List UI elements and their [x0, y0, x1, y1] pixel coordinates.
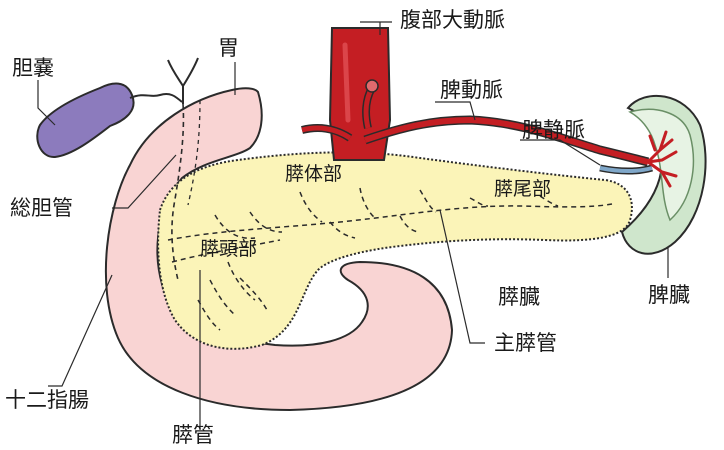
label-stomach: 胃 [218, 38, 239, 59]
cystic-duct [130, 94, 182, 102]
label-splenic-artery: 脾動脈 [440, 80, 503, 101]
label-splenic-vein: 脾静脈 [522, 120, 585, 141]
label-pancreas-body: 膵体部 [285, 165, 342, 184]
label-pancreas-tail: 膵尾部 [494, 180, 551, 199]
aorta-highlight [345, 45, 348, 120]
label-spleen: 脾臓 [648, 285, 690, 306]
splenic-vein-vessel [600, 168, 652, 171]
label-pancreas: 膵臓 [498, 287, 540, 308]
label-pancreatic-duct: 膵管 [172, 425, 214, 446]
gallbladder-organ [37, 84, 133, 158]
label-abdominal-aorta: 腹部大動脈 [400, 10, 505, 31]
abdominal-aorta-vessel [330, 28, 390, 160]
label-pancreas-head: 膵頭部 [200, 240, 257, 259]
label-duodenum: 十二指腸 [5, 390, 89, 411]
hepatic-ducts [168, 58, 198, 104]
label-main-pancreatic-duct: 主膵管 [494, 333, 557, 354]
label-gallbladder: 胆嚢 [12, 58, 54, 79]
label-common-bile-duct: 総胆管 [10, 198, 73, 219]
